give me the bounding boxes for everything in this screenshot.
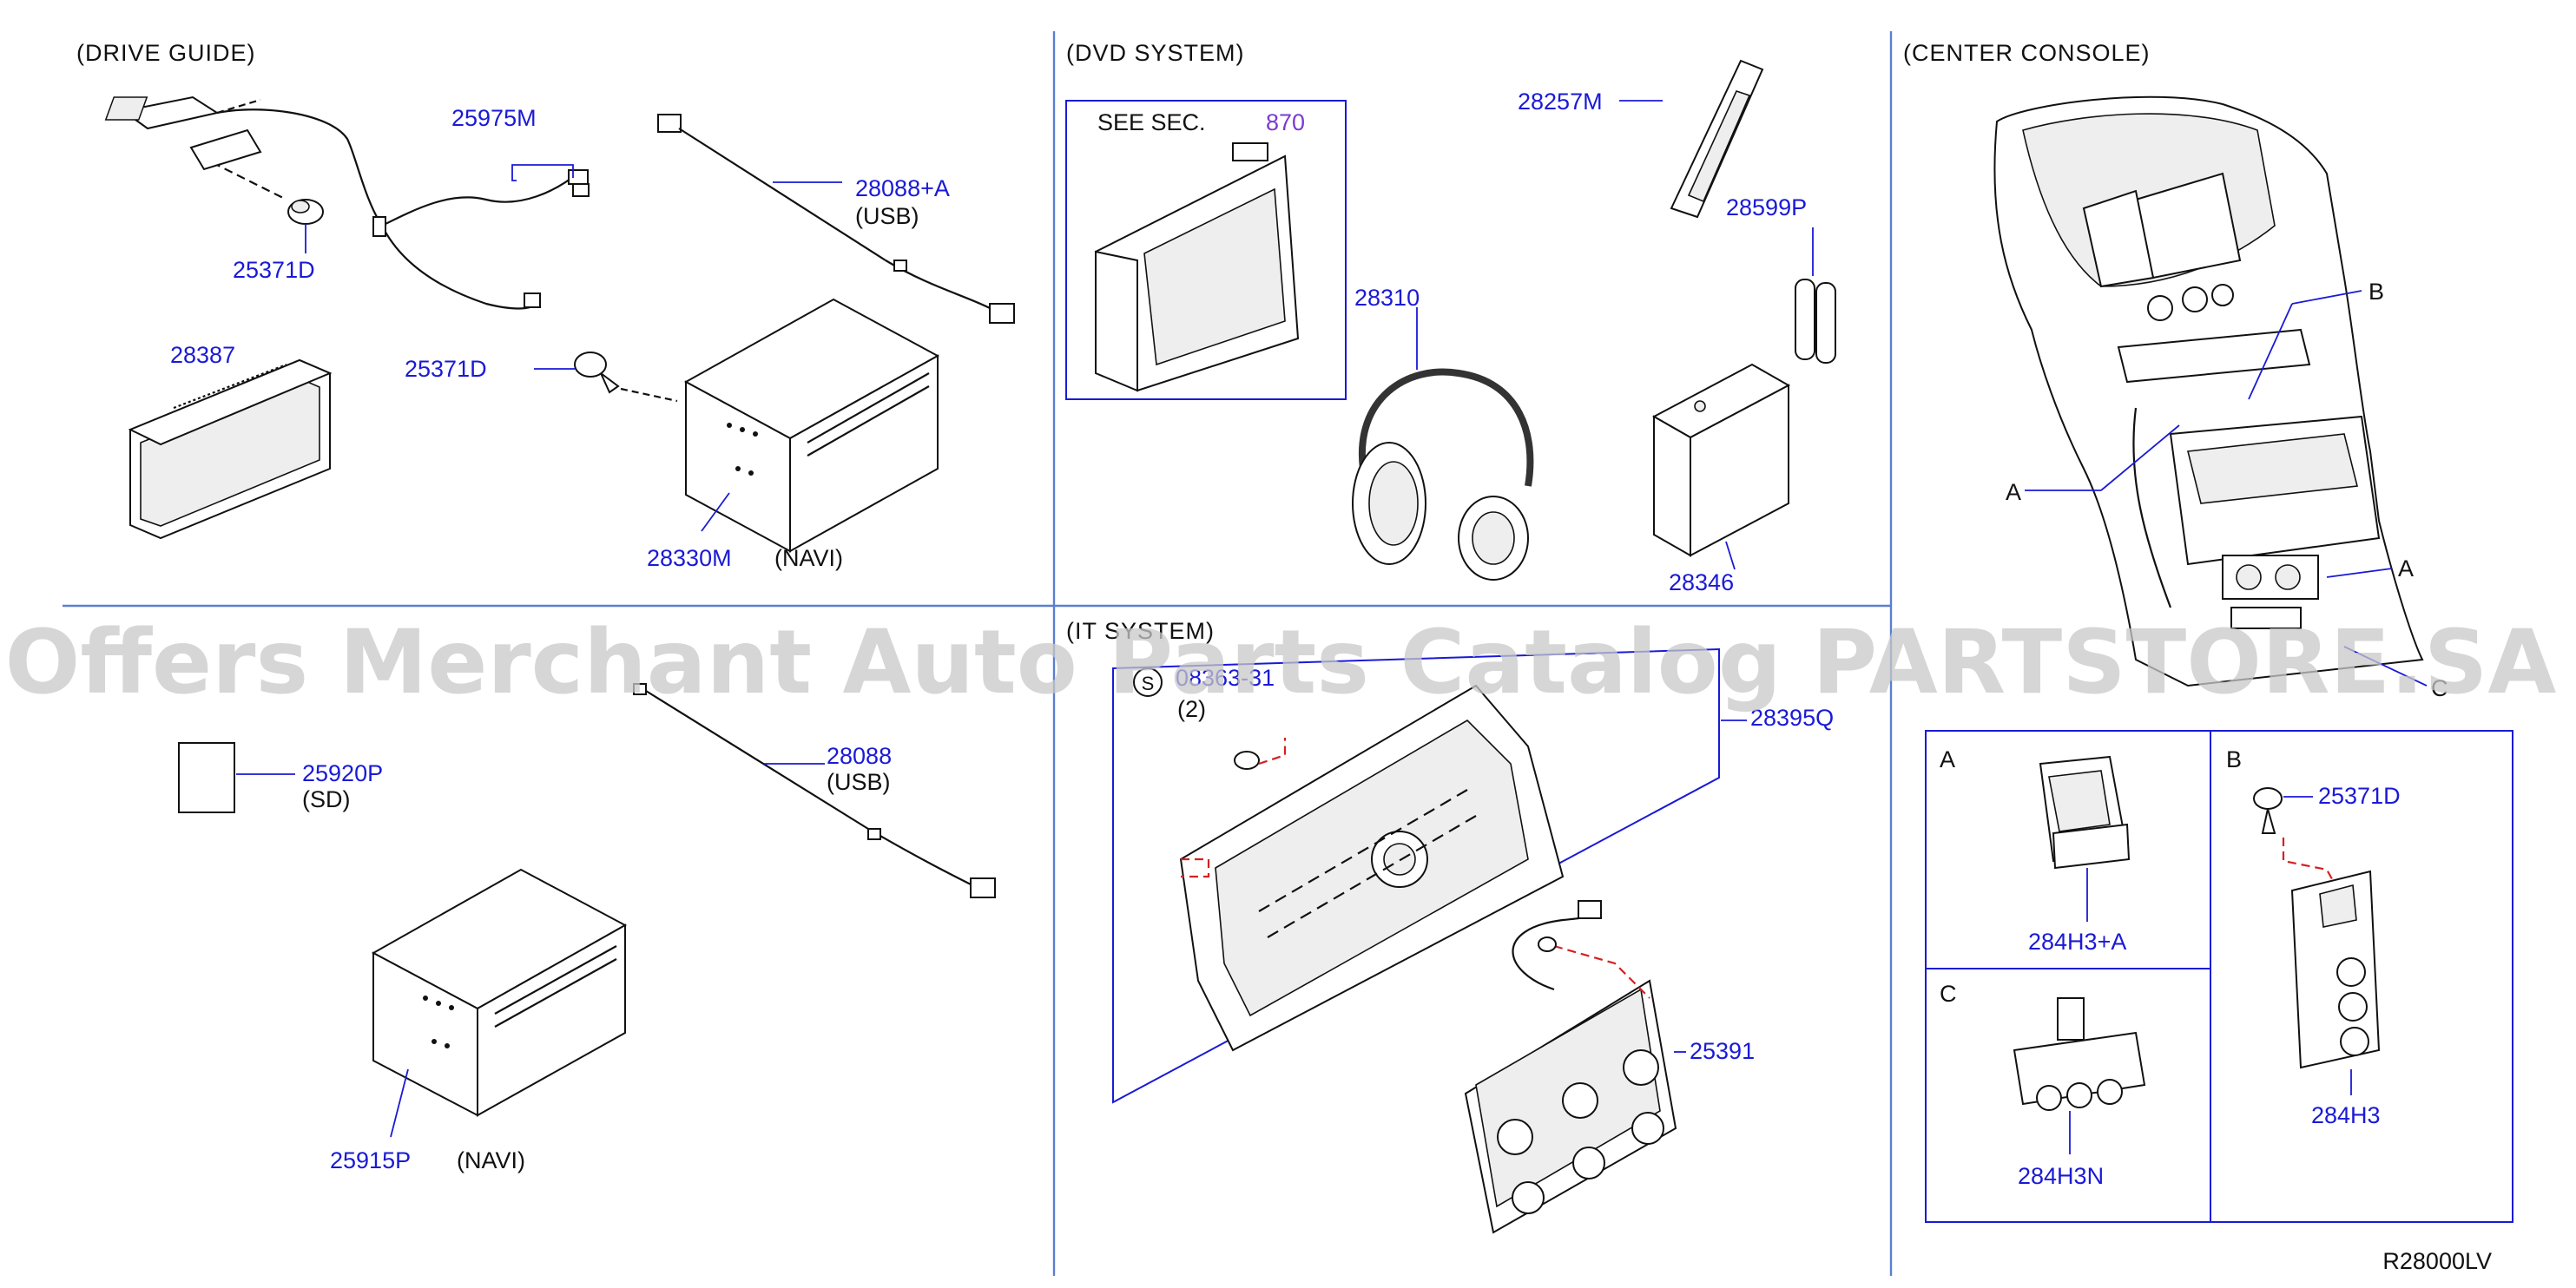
see-section-box xyxy=(1065,100,1347,400)
usb-cable-28088A-drawing xyxy=(657,114,1015,324)
center-console-drawing xyxy=(1993,95,2424,687)
fastener-symbol: S xyxy=(1133,667,1163,697)
section-title-it-system: (IT SYSTEM) xyxy=(1066,618,1215,644)
label-28346[interactable]: 28346 xyxy=(1669,569,1734,595)
display-28387-drawing xyxy=(128,358,333,540)
see-section-number[interactable]: 870 xyxy=(1266,109,1305,135)
part-284H3-drawing xyxy=(2253,787,2381,1095)
detail-b-part[interactable]: 284H3 xyxy=(2311,1102,2381,1128)
label-28387[interactable]: 28387 xyxy=(170,342,235,368)
cable-25975M-drawing xyxy=(216,108,590,310)
gps-antenna-drawing xyxy=(104,95,324,253)
audio-panel-28395Q-drawing xyxy=(1179,684,1565,1052)
label-28088[interactable]: 28088 xyxy=(827,743,892,769)
label-25920P[interactable]: 25920P xyxy=(302,760,383,786)
dvd-display-drawing xyxy=(1094,142,1300,392)
headphones-28310-drawing xyxy=(1352,307,1534,581)
climate-panel-25391-drawing xyxy=(1464,900,1677,1234)
label-25915P-navi: (NAVI) xyxy=(457,1147,525,1173)
detail-b-letter: B xyxy=(2226,746,2242,772)
watermark-text: Offers Merchant Auto Parts Catalog PARTS… xyxy=(5,611,2557,714)
diagram-code: R28000LV xyxy=(2382,1248,2492,1274)
label-28330M-navi: (NAVI) xyxy=(774,545,843,571)
sd-card-25920P-drawing xyxy=(178,742,235,813)
detail-b-screw[interactable]: 25371D xyxy=(2318,783,2401,809)
ref-A2-console[interactable]: A xyxy=(2398,555,2414,582)
batteries-28599P-drawing xyxy=(1795,227,1836,364)
label-25371D-antenna[interactable]: 25371D xyxy=(233,257,315,283)
see-section-label: SEE SEC. xyxy=(1097,109,1206,135)
detail-c-part[interactable]: 284H3N xyxy=(2018,1163,2104,1189)
label-28599P[interactable]: 28599P xyxy=(1726,194,1807,220)
label-25920P-sd: (SD) xyxy=(302,786,351,812)
part-284H3A-drawing xyxy=(2039,755,2131,922)
it-assembly-outline xyxy=(1112,647,1720,1104)
section-title-dvd-system: (DVD SYSTEM) xyxy=(1066,40,1245,66)
ref-B-console[interactable]: B xyxy=(2368,279,2384,305)
detail-a-part[interactable]: 284H3+A xyxy=(2028,929,2126,955)
it-fastener-qty: (2) xyxy=(1177,696,1206,722)
label-28088A[interactable]: 28088+A xyxy=(855,175,950,201)
label-25975M[interactable]: 25975M xyxy=(451,105,537,131)
label-25915P[interactable]: 25915P xyxy=(330,1147,411,1173)
svg-text:S: S xyxy=(1142,673,1155,694)
section-title-drive-guide: (DRIVE GUIDE) xyxy=(76,40,256,66)
section-dividers xyxy=(63,31,1893,1276)
section-title-center-console: (CENTER CONSOLE) xyxy=(1903,40,2151,66)
label-28330M[interactable]: 28330M xyxy=(647,545,732,571)
usb-cable-28088-drawing xyxy=(633,683,996,898)
part-284H3N-drawing xyxy=(2013,997,2146,1154)
label-28088A-usb: (USB) xyxy=(855,203,919,229)
remote-28257M-drawing xyxy=(1619,59,1764,219)
label-25371D-navi[interactable]: 25371D xyxy=(405,356,487,382)
detail-a-letter: A xyxy=(1940,746,1955,772)
label-28257M[interactable]: 28257M xyxy=(1518,89,1603,115)
label-28088-usb: (USB) xyxy=(827,769,891,795)
label-28395Q[interactable]: 28395Q xyxy=(1750,705,1834,731)
receiver-28346-drawing xyxy=(1651,363,1791,570)
navi-unit-25915P-drawing xyxy=(371,868,628,1138)
it-fastener-code[interactable]: 08363-31 xyxy=(1176,665,1275,691)
detail-c-letter: C xyxy=(1940,981,1957,1007)
ref-A-console[interactable]: A xyxy=(2006,479,2021,505)
label-25391[interactable]: 25391 xyxy=(1690,1038,1755,1064)
ref-C-console[interactable]: C xyxy=(2431,675,2448,701)
detail-box-frame xyxy=(1925,730,2513,1223)
label-28310[interactable]: 28310 xyxy=(1354,285,1420,311)
navi-unit-28330M-drawing xyxy=(534,298,940,553)
